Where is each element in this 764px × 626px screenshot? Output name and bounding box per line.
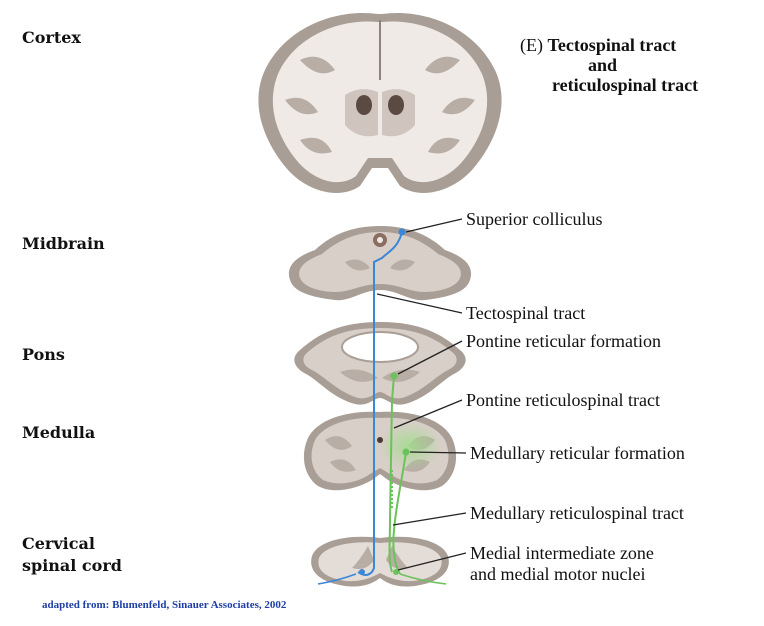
medulla-label: Medulla (22, 423, 96, 442)
title-line2: and (588, 55, 618, 75)
cervical-spinal-cord-label: Cervical spinal cord (22, 533, 122, 577)
callout-pontine-reticular-formation: Pontine reticular formation (466, 331, 661, 351)
cortex-label: Cortex (22, 28, 81, 47)
source-credit: adapted from: Blumenfeld, Sinauer Associ… (42, 599, 287, 611)
title-line1: Tectospinal tract (547, 35, 677, 55)
title-line3: reticulospinal tract (552, 75, 699, 95)
callout-medullary-reticular-formation: Medullary reticular formation (470, 443, 685, 463)
callout-tectospinal-tract: Tectospinal tract (466, 303, 586, 323)
title-letter: (E) (520, 35, 543, 55)
midbrain-section (288, 226, 472, 301)
tectospinal-tract-path (317, 228, 406, 585)
callout-medial-zone-line1: Medial intermediate zone (470, 543, 654, 563)
cortex-section (258, 12, 502, 193)
cervical-label-line2: spinal cord (22, 556, 122, 575)
pons-section (294, 322, 466, 405)
callout-medullary-reticulospinal-tract: Medullary reticulospinal tract (470, 503, 684, 523)
callout-pontine-reticulospinal-tract: Pontine reticulospinal tract (466, 390, 660, 410)
figure-title: (E) Tectospinal tract and reticulospinal… (520, 35, 750, 95)
callout-superior-colliculus: Superior colliculus (466, 209, 603, 229)
callout-medial-intermediate-zone: Medial intermediate zone and medial moto… (470, 543, 654, 585)
midbrain-label: Midbrain (22, 234, 105, 253)
cervical-label-line1: Cervical (22, 534, 95, 553)
spinal-cord-section (311, 536, 449, 587)
pons-label: Pons (22, 345, 65, 364)
callout-leader-lines (376, 218, 467, 571)
reticulospinal-tract-paths (388, 372, 447, 585)
callout-medial-zone-line2: and medial motor nuclei (470, 564, 646, 584)
medulla-section (303, 411, 457, 491)
